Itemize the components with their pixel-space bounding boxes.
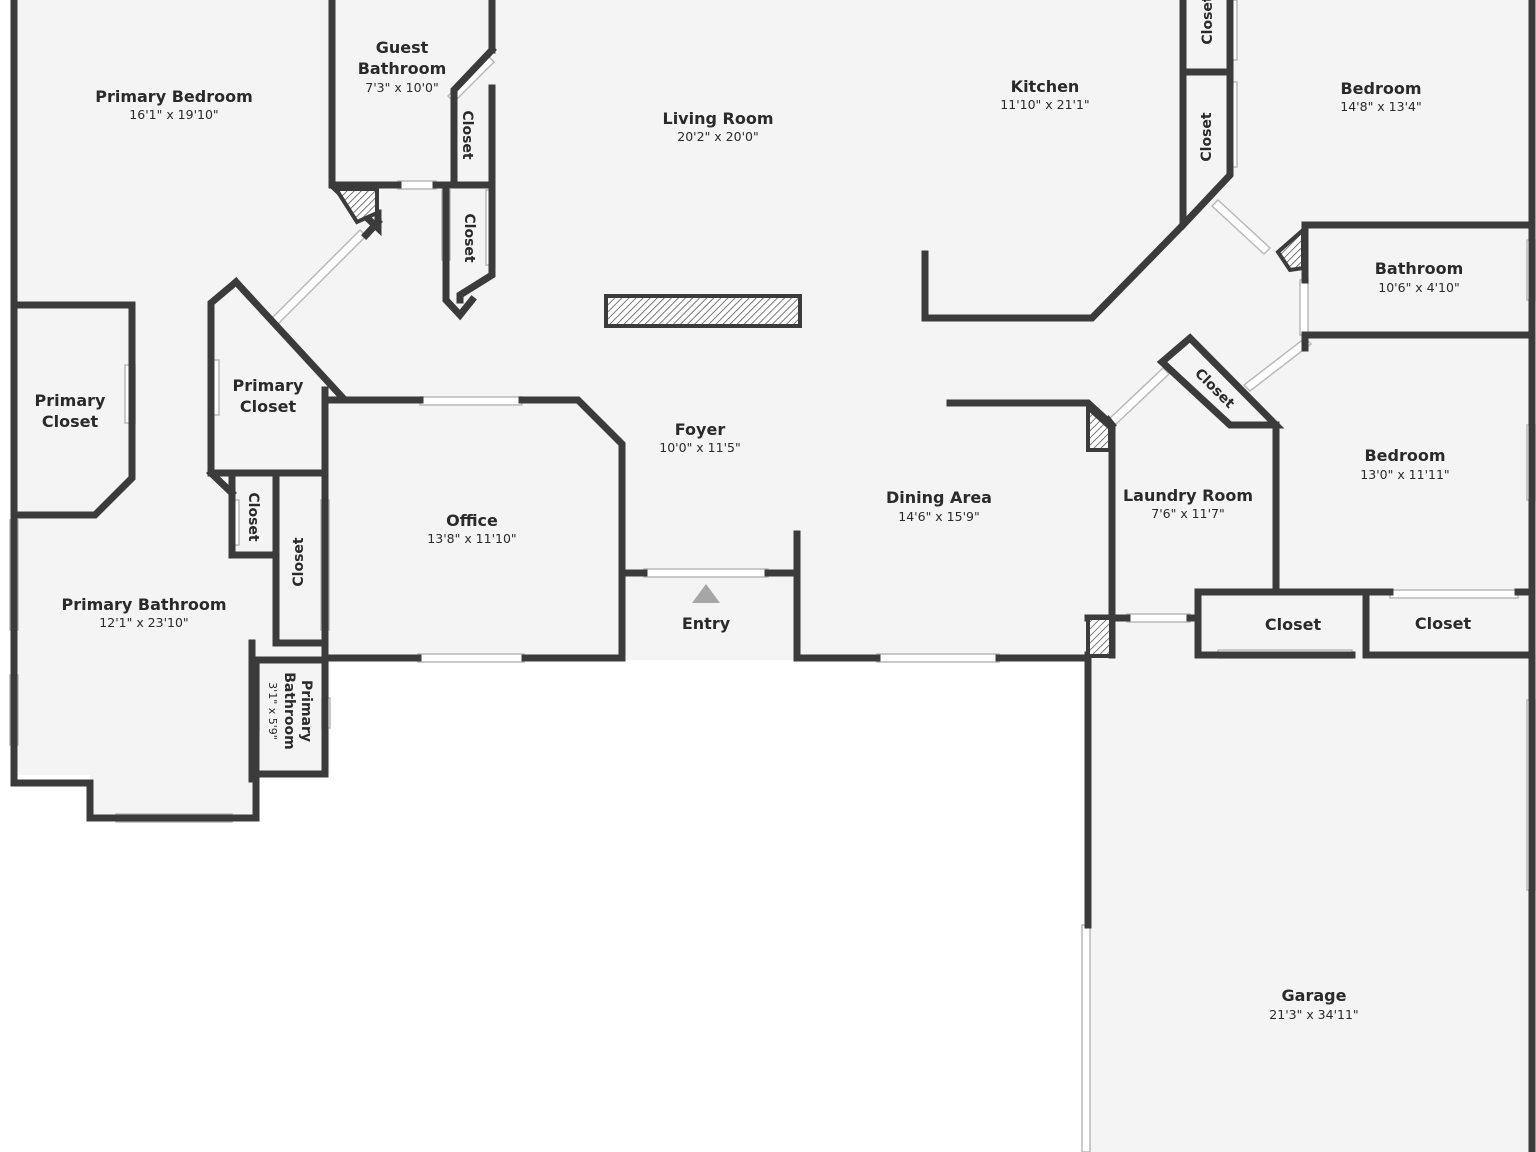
svg-text:Bedroom: Bedroom	[1364, 446, 1445, 465]
room-garage: Garage 21'3" x 34'11"	[1269, 986, 1358, 1022]
room-guest-bathroom: Guest Bathroom 7'3" x 10'0"	[358, 38, 447, 95]
room-primary-closet: Primary Closet	[35, 391, 106, 431]
room-bedroom-right: Bedroom 13'0" x 11'11"	[1360, 446, 1449, 482]
room-primary-bedroom: Primary Bedroom 16'1" x 19'10"	[95, 87, 253, 122]
closet-label: Closet	[1199, 112, 1215, 162]
svg-text:7'3" x 10'0": 7'3" x 10'0"	[365, 80, 438, 95]
entry-arrow-icon	[692, 584, 720, 603]
room-primary-bathroom: Primary Bathroom 12'1" x 23'10"	[61, 595, 226, 630]
room-laundry-room: Laundry Room 7'6" x 11'7"	[1123, 486, 1253, 521]
svg-text:Kitchen: Kitchen	[1011, 77, 1080, 96]
svg-text:14'8" x 13'4": 14'8" x 13'4"	[1340, 99, 1421, 114]
room-dining-area: Dining Area 14'6" x 15'9"	[886, 488, 992, 524]
svg-text:10'6" x 4'10": 10'6" x 4'10"	[1378, 280, 1459, 295]
structural-hatches	[332, 187, 1305, 658]
svg-text:21'3" x 34'11": 21'3" x 34'11"	[1269, 1007, 1358, 1022]
closet-label: Closet	[1415, 614, 1472, 633]
svg-text:13'8" x 11'10": 13'8" x 11'10"	[427, 531, 516, 546]
room-primary-bathroom-small: Primary Bathroom 3'1" x 5'9"	[266, 672, 314, 750]
svg-text:Bedroom: Bedroom	[1340, 79, 1421, 98]
svg-text:3'1" x 5'9": 3'1" x 5'9"	[266, 682, 279, 740]
svg-text:10'0" x 11'5": 10'0" x 11'5"	[659, 440, 740, 455]
svg-text:14'6" x 15'9": 14'6" x 15'9"	[898, 509, 979, 524]
svg-text:Primary Bathroom: Primary Bathroom	[61, 595, 226, 614]
room-kitchen: Kitchen 11'10" x 21'1"	[1000, 77, 1089, 112]
svg-text:13'0" x 11'11": 13'0" x 11'11"	[1360, 467, 1449, 482]
closet-label: Closet	[245, 492, 261, 542]
svg-text:16'1" x 19'10": 16'1" x 19'10"	[129, 107, 218, 122]
svg-text:12'1" x 23'10": 12'1" x 23'10"	[99, 615, 188, 630]
svg-text:Office: Office	[446, 511, 498, 530]
svg-text:Foyer: Foyer	[675, 420, 726, 439]
svg-text:Closet: Closet	[42, 412, 99, 431]
svg-text:Primary Bedroom: Primary Bedroom	[95, 87, 253, 106]
svg-text:Primary: Primary	[233, 376, 304, 395]
walls	[10, 0, 1536, 1152]
closet-label: Closet	[1200, 0, 1216, 45]
closet-label: Closet	[291, 537, 307, 587]
room-living-room: Living Room 20'2" x 20'0"	[663, 109, 774, 144]
svg-text:Dining Area: Dining Area	[886, 488, 992, 507]
room-bathroom: Bathroom 10'6" x 4'10"	[1375, 259, 1464, 295]
closet-label: Closet	[459, 110, 475, 160]
room-bedroom-top: Bedroom 14'8" x 13'4"	[1340, 79, 1421, 114]
closet-label: Closet	[461, 213, 477, 263]
svg-text:20'2" x 20'0": 20'2" x 20'0"	[677, 129, 758, 144]
svg-text:Primary: Primary	[35, 391, 106, 410]
svg-text:7'6" x 11'7": 7'6" x 11'7"	[1151, 506, 1224, 521]
svg-text:Primary: Primary	[298, 680, 314, 742]
svg-text:Closet: Closet	[240, 397, 297, 416]
svg-text:Bathroom: Bathroom	[358, 59, 447, 78]
svg-text:Bathroom: Bathroom	[1375, 259, 1464, 278]
closet-label: Closet	[1265, 615, 1322, 634]
svg-text:Guest: Guest	[376, 38, 429, 57]
floor-areas	[14, 0, 1536, 1152]
svg-text:Garage: Garage	[1282, 986, 1347, 1005]
svg-text:Laundry Room: Laundry Room	[1123, 486, 1253, 505]
svg-text:Living Room: Living Room	[663, 109, 774, 128]
entry-label: Entry	[682, 614, 731, 633]
room-office: Office 13'8" x 11'10"	[427, 511, 516, 546]
svg-text:Bathroom: Bathroom	[281, 672, 297, 750]
svg-text:11'10" x 21'1": 11'10" x 21'1"	[1000, 97, 1089, 112]
room-foyer: Foyer 10'0" x 11'5"	[659, 420, 740, 455]
room-primary-closet-2: Primary Closet	[233, 376, 304, 416]
room-labels: Primary Bedroom 16'1" x 19'10" Guest Bat…	[35, 0, 1472, 1022]
